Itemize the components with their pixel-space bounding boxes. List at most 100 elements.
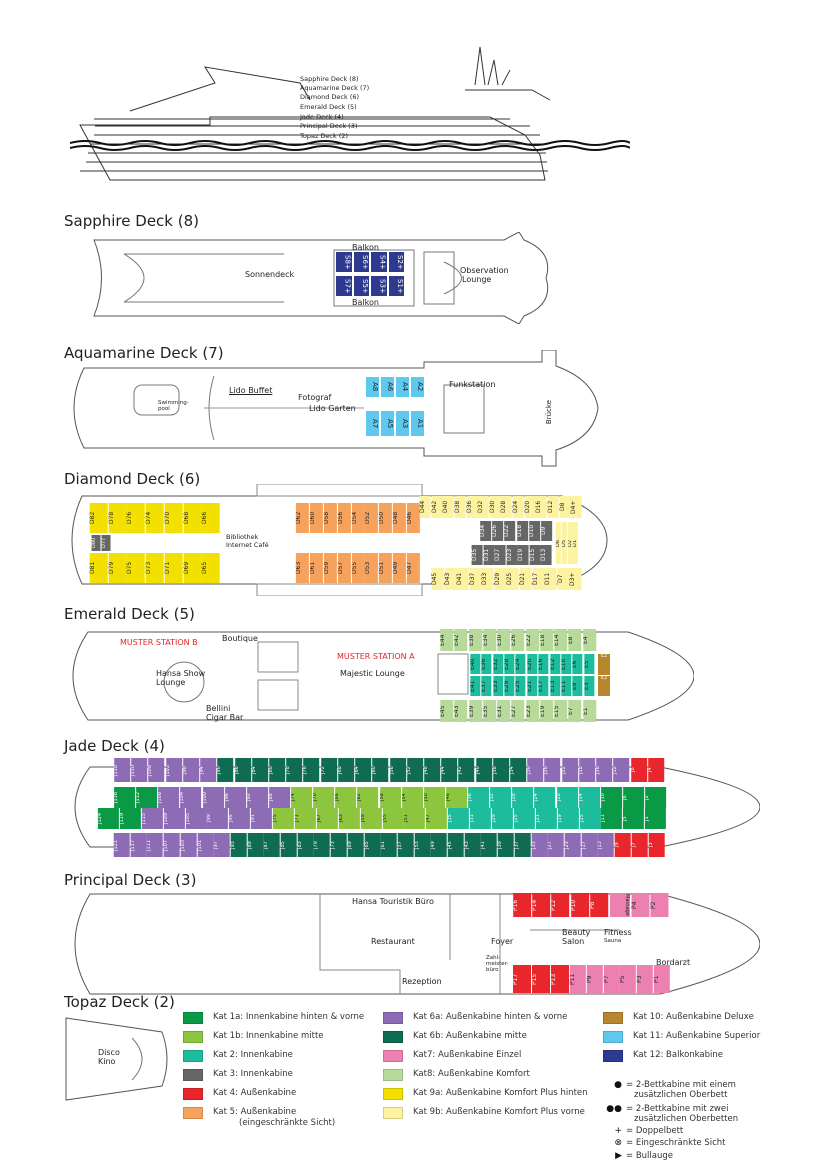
cabin[interactable]: E34 bbox=[482, 629, 497, 651]
cabin[interactable]: E15 bbox=[554, 700, 568, 722]
cabin[interactable]: J50 bbox=[423, 787, 445, 808]
cabin[interactable]: E29 bbox=[504, 676, 515, 696]
cabin[interactable]: A3 bbox=[396, 411, 409, 436]
cabin[interactable]: J12 bbox=[613, 758, 630, 782]
cabin[interactable]: E27 bbox=[511, 700, 525, 722]
cabin[interactable]: D18 bbox=[516, 521, 528, 541]
cabin[interactable]: J55 bbox=[382, 808, 404, 829]
cabin[interactable]: J41 bbox=[481, 833, 498, 857]
cabin[interactable]: P5 bbox=[620, 965, 637, 993]
cabin[interactable]: J49 bbox=[431, 833, 448, 857]
cabin[interactable]: J11 bbox=[601, 808, 623, 829]
cabin[interactable]: J35 bbox=[448, 808, 470, 829]
cabin[interactable]: S5+ bbox=[353, 276, 369, 296]
cabin[interactable]: D28 bbox=[501, 496, 513, 518]
cabin[interactable]: J14 bbox=[578, 787, 600, 808]
cabin[interactable]: D43 bbox=[444, 568, 457, 590]
cabin[interactable]: E19 bbox=[539, 700, 554, 722]
cabin[interactable]: D16 bbox=[536, 496, 548, 518]
cabin[interactable]: J104 bbox=[180, 787, 202, 808]
cabin[interactable]: J70 bbox=[313, 787, 335, 808]
cabin[interactable]: J67 bbox=[316, 808, 338, 829]
cabin[interactable]: J36 bbox=[468, 787, 490, 808]
cabin[interactable]: J16 bbox=[596, 758, 613, 782]
cabin[interactable]: J34 bbox=[510, 758, 527, 782]
cabin[interactable]: J37 bbox=[514, 833, 531, 857]
cabin[interactable]: D25 bbox=[507, 568, 520, 590]
cabin[interactable]: J26 bbox=[544, 758, 561, 782]
cabin[interactable]: J87 bbox=[264, 833, 281, 857]
cabin[interactable]: D74 bbox=[146, 503, 164, 533]
cabin[interactable]: E2 bbox=[598, 675, 610, 696]
cabin[interactable]: D47 bbox=[407, 553, 421, 583]
cabin[interactable]: J97 bbox=[214, 833, 230, 857]
cabin[interactable]: D34 bbox=[480, 521, 492, 541]
cabin[interactable]: J27 bbox=[548, 833, 564, 857]
cabin[interactable]: D57 bbox=[337, 553, 351, 583]
cabin[interactable]: D48 bbox=[393, 503, 407, 533]
cabin[interactable]: J76 bbox=[303, 758, 320, 782]
cabin[interactable]: E12 bbox=[549, 654, 560, 674]
cabin[interactable]: D30 bbox=[489, 496, 501, 518]
cabin[interactable]: J74 bbox=[291, 787, 313, 808]
cabin[interactable]: J61 bbox=[381, 833, 397, 857]
cabin[interactable]: E16 bbox=[538, 654, 549, 674]
cabin[interactable]: J111 bbox=[147, 833, 164, 857]
cabin[interactable]: J100 bbox=[202, 787, 224, 808]
cabin[interactable]: D38 bbox=[454, 496, 466, 518]
cabin[interactable]: D51 bbox=[379, 553, 393, 583]
cabin[interactable]: J51 bbox=[404, 808, 426, 829]
cabin[interactable]: D10 bbox=[528, 521, 540, 541]
cabin[interactable]: J57 bbox=[397, 833, 414, 857]
cabin[interactable]: E21 bbox=[526, 676, 538, 696]
cabin[interactable]: D5 bbox=[561, 522, 567, 564]
cabin[interactable]: J10 bbox=[600, 787, 622, 808]
cabin[interactable]: E14 bbox=[554, 629, 568, 651]
cabin[interactable]: J4 bbox=[647, 758, 664, 782]
cabin[interactable]: P12 bbox=[551, 893, 570, 917]
cabin[interactable]: J48 bbox=[423, 758, 441, 782]
cabin[interactable]: A5 bbox=[381, 411, 394, 436]
cabin[interactable]: J75 bbox=[273, 808, 295, 829]
cabin[interactable]: D65 bbox=[202, 553, 221, 583]
cabin[interactable]: J1 bbox=[645, 808, 667, 829]
cabin[interactable]: J52 bbox=[406, 758, 423, 782]
cabin[interactable]: J6 bbox=[622, 787, 644, 808]
cabin[interactable]: J31 bbox=[470, 808, 492, 829]
cabin[interactable]: J66 bbox=[335, 787, 357, 808]
cabin[interactable]: E22 bbox=[525, 629, 539, 651]
cabin[interactable]: D79 bbox=[108, 553, 127, 583]
cabin[interactable]: E38 bbox=[468, 629, 482, 651]
cabin[interactable]: E10 bbox=[560, 654, 572, 674]
cabin[interactable]: J91 bbox=[251, 808, 273, 829]
cabin[interactable]: E43 bbox=[454, 700, 468, 722]
cabin[interactable]: J53 bbox=[414, 833, 431, 857]
cabin[interactable]: D31 bbox=[483, 545, 495, 565]
cabin[interactable]: E3 bbox=[583, 676, 594, 696]
cabin[interactable]: J42 bbox=[458, 758, 475, 782]
cabin[interactable]: J46 bbox=[445, 787, 467, 808]
cabin[interactable]: E8 bbox=[568, 629, 582, 651]
cabin[interactable]: E36 bbox=[481, 654, 492, 674]
cabin[interactable]: J60 bbox=[372, 758, 389, 782]
cabin[interactable]: D58 bbox=[323, 503, 337, 533]
cabin[interactable]: P1 bbox=[654, 965, 670, 993]
cabin[interactable]: E39 bbox=[468, 700, 482, 722]
cabin[interactable]: J78 bbox=[286, 758, 303, 782]
cabin[interactable]: E40 bbox=[470, 654, 481, 674]
cabin[interactable]: E5 bbox=[583, 654, 594, 674]
cabin[interactable]: A2 bbox=[411, 377, 424, 397]
cabin[interactable]: E30 bbox=[497, 629, 511, 651]
cabin[interactable]: J17 bbox=[581, 833, 598, 857]
cabin[interactable]: D76 bbox=[127, 503, 146, 533]
cabin[interactable]: A4 bbox=[396, 377, 409, 397]
cabin[interactable]: J116 bbox=[114, 787, 136, 808]
cabin[interactable]: J71 bbox=[295, 808, 316, 829]
cabin[interactable]: J108 bbox=[158, 787, 180, 808]
cabin[interactable]: J109 bbox=[163, 808, 185, 829]
cabin[interactable]: A8 bbox=[366, 377, 379, 397]
cabin[interactable]: D23 bbox=[506, 545, 518, 565]
cabin[interactable]: D24 bbox=[513, 496, 524, 518]
cabin[interactable]: J24 bbox=[534, 787, 556, 808]
cabin[interactable]: E2 bbox=[598, 654, 610, 675]
